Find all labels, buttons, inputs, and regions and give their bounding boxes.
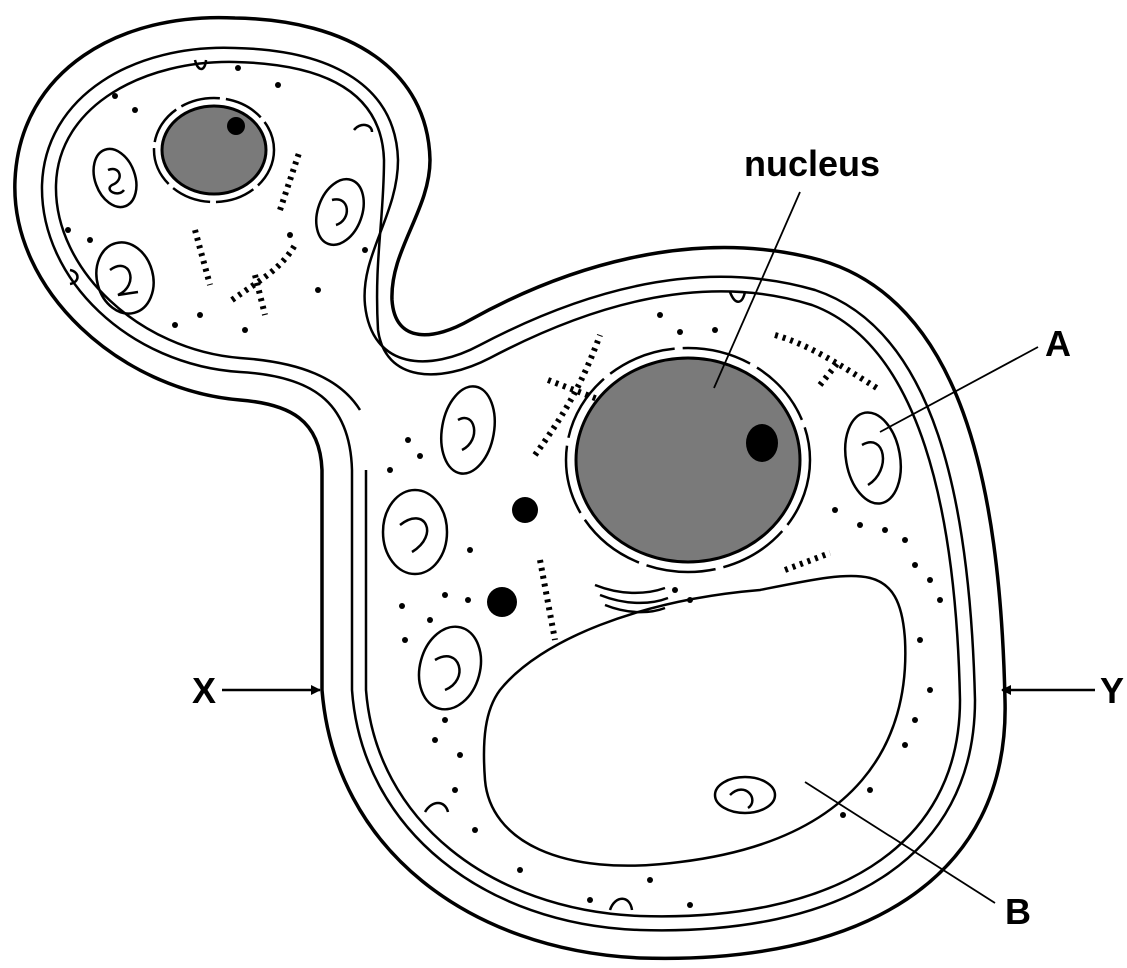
mitochondrion-2 — [383, 490, 447, 574]
granule-2 — [487, 587, 517, 617]
bud-nucleolus — [227, 117, 245, 135]
mitochondrion-1-cristae — [458, 418, 474, 450]
rough-er-2 — [540, 560, 555, 640]
mitochondrion-3 — [410, 620, 490, 717]
nucleolus — [746, 424, 778, 462]
mitochondrion-4-cristae — [730, 790, 752, 808]
mitochondrion-a-cristae — [862, 442, 883, 485]
plasma-membrane-bud-top — [235, 62, 384, 330]
bud-mitochondrion-3-cristae — [332, 199, 347, 225]
bud-er-1 — [280, 150, 300, 210]
invagination-3 — [610, 899, 632, 910]
mitochondrion-3-cristae — [435, 656, 459, 690]
label-y: Y — [1100, 670, 1124, 711]
bud-er-2 — [195, 230, 210, 285]
bud-mitochondrion-1 — [86, 143, 144, 213]
label-nucleus: nucleus — [744, 143, 880, 184]
mitochondrion-2-cristae — [400, 518, 427, 552]
bud-mitochondrion-2 — [89, 236, 162, 320]
bud-mitochondrion-1-cristae — [108, 169, 124, 193]
bud-mitochondrion-2-cristae — [110, 266, 138, 295]
bud-er-3 — [232, 245, 295, 315]
mitochondrion-4 — [715, 777, 775, 813]
vacuole — [484, 576, 905, 866]
rough-er-4 — [785, 553, 830, 570]
invagination-2 — [425, 803, 448, 812]
label-x: X — [192, 670, 216, 711]
granule-1 — [512, 497, 538, 523]
leader-nucleus — [714, 192, 800, 388]
bud-mitochondrion-3 — [308, 173, 373, 252]
invagination-5 — [354, 125, 372, 132]
label-a: A — [1045, 323, 1071, 364]
mitochondrion-1 — [435, 382, 501, 478]
rough-er-3 — [775, 335, 880, 390]
bud-nucleus — [162, 106, 266, 194]
label-b: B — [1005, 891, 1031, 932]
